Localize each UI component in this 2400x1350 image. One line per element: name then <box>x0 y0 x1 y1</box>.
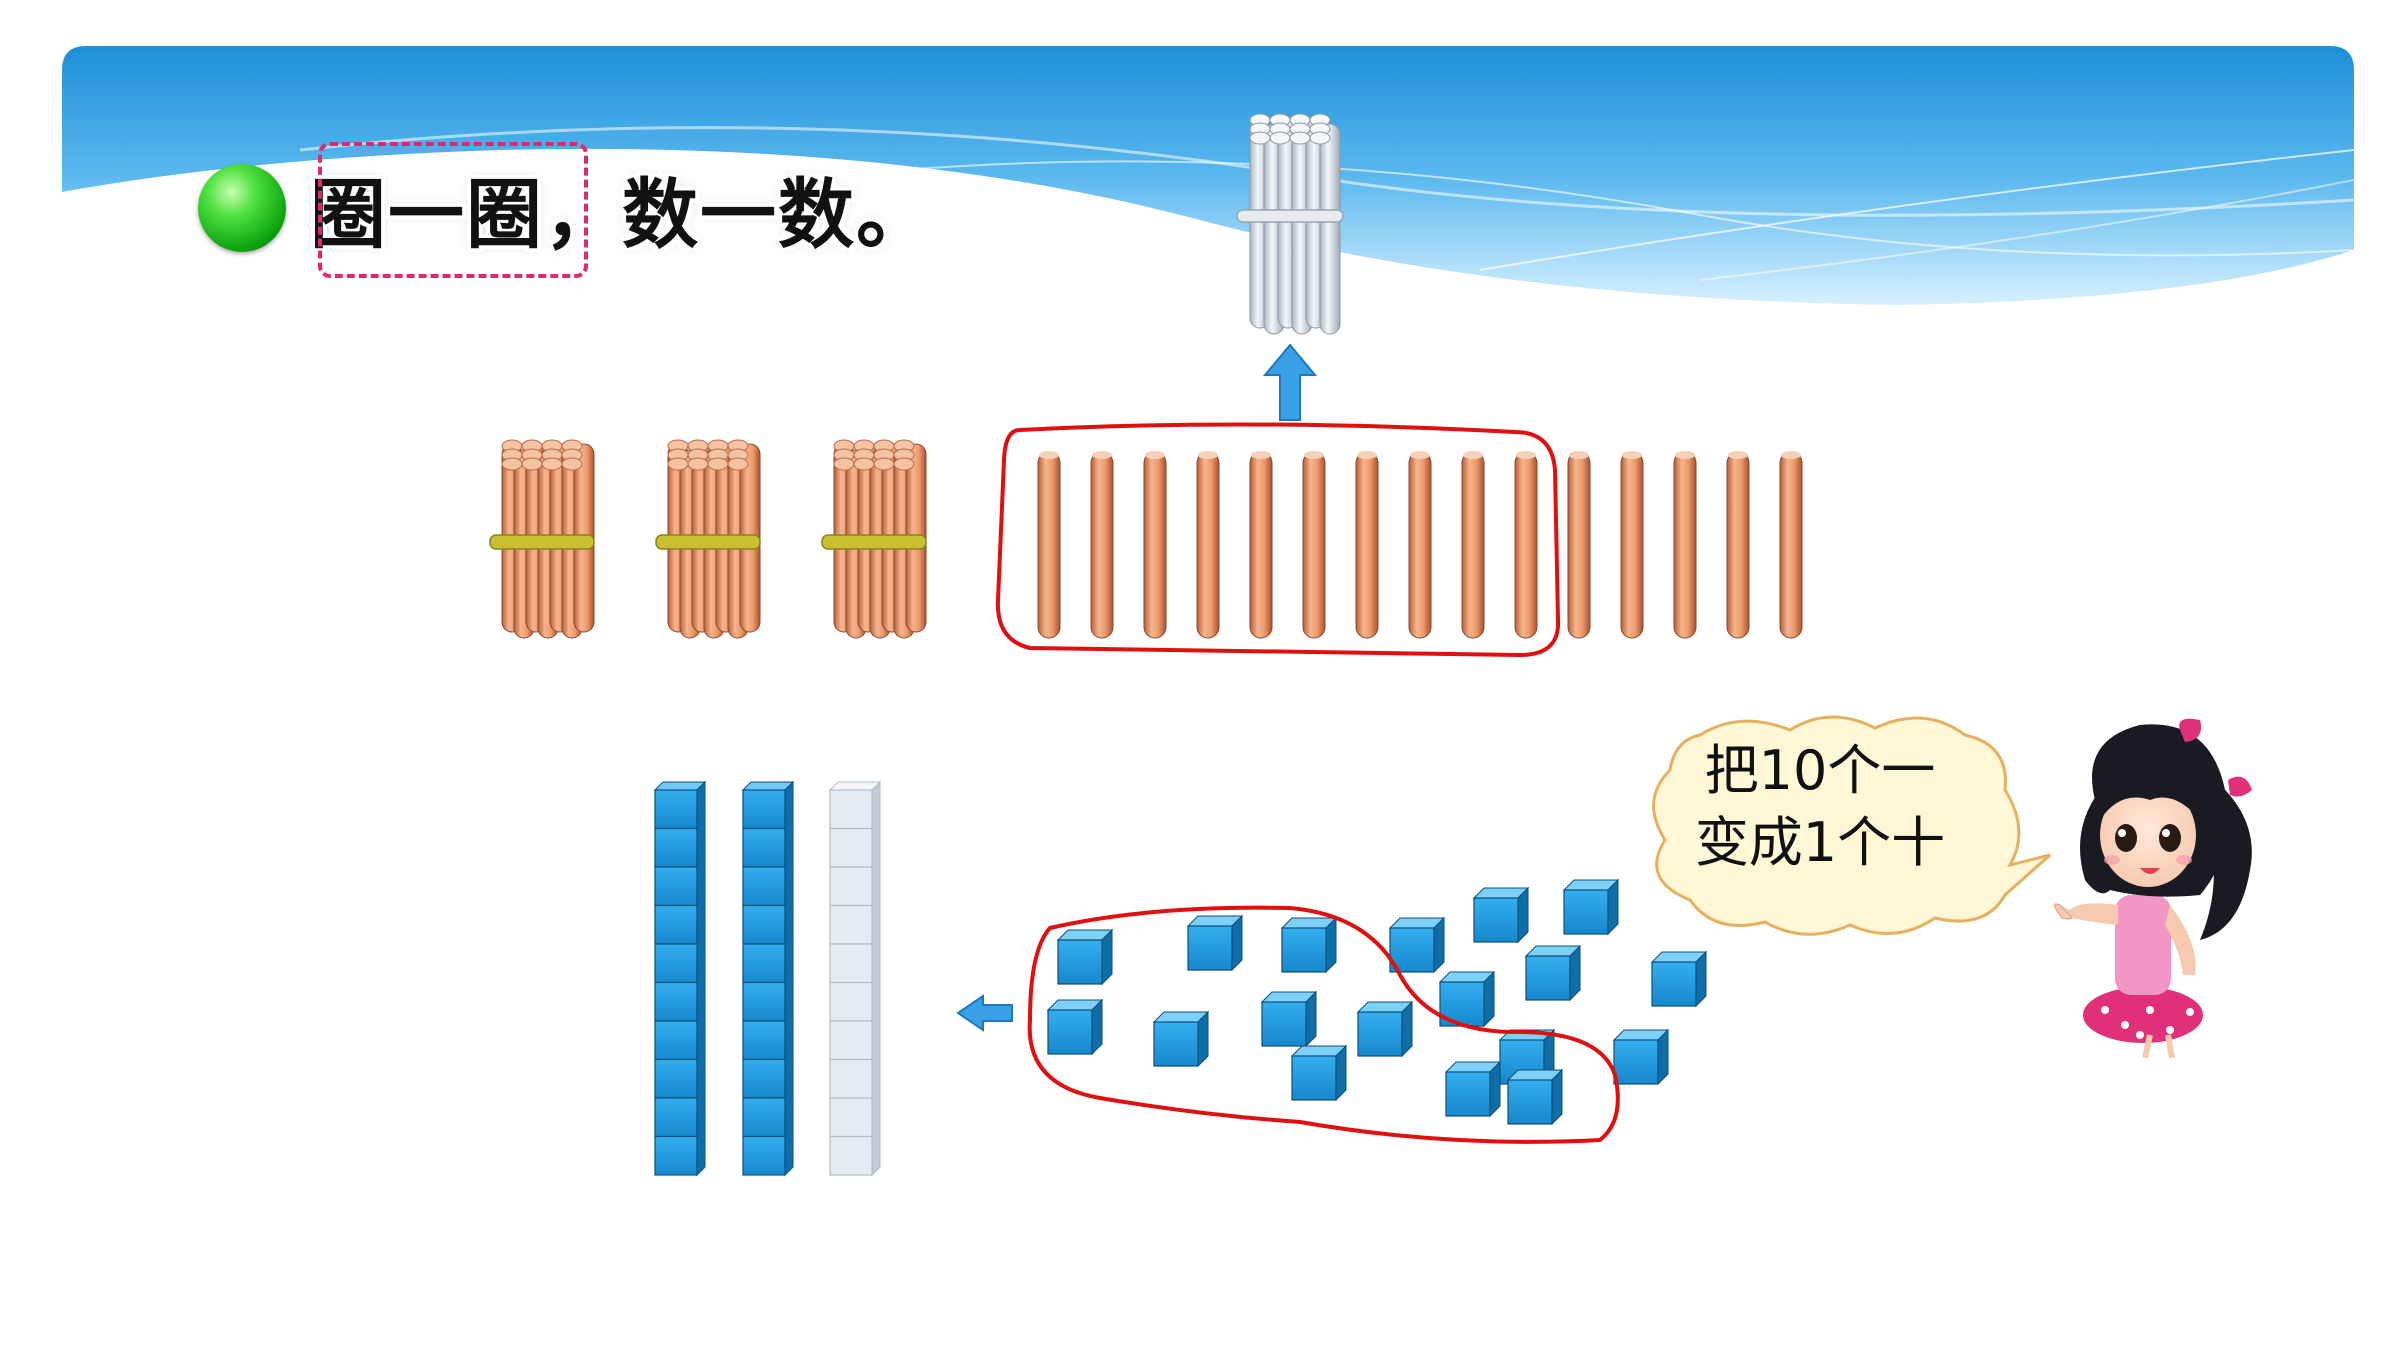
unit-cube <box>1186 914 1244 972</box>
loose-sticks <box>1037 451 1803 639</box>
loose-stick <box>1726 451 1750 639</box>
unit-cube <box>1444 1060 1502 1118</box>
loose-stick <box>1461 451 1485 639</box>
loose-stick <box>1249 451 1273 639</box>
ten-rod-outline <box>828 780 882 1177</box>
unit-cube <box>1524 944 1582 1002</box>
bundle-of-ten-white <box>1236 113 1344 335</box>
unit-cube <box>1356 1000 1414 1058</box>
loose-stick <box>1355 451 1379 639</box>
cubes-circle <box>1027 905 1620 1144</box>
loose-stick <box>1037 451 1061 639</box>
unit-cube <box>1612 1028 1670 1086</box>
unit-cube <box>1290 1044 1348 1102</box>
loose-stick <box>1620 451 1644 639</box>
loose-stick <box>1673 451 1697 639</box>
orange-bundles <box>489 439 927 639</box>
ten-rod-blue <box>741 780 795 1177</box>
unit-cube <box>1650 950 1708 1008</box>
green-bullet-icon <box>198 164 286 252</box>
unit-cube <box>1056 928 1114 986</box>
title-highlight-box <box>318 142 588 278</box>
loose-stick <box>1196 451 1220 639</box>
loose-stick <box>1090 451 1114 639</box>
unit-cube <box>1506 1068 1564 1126</box>
unit-cube <box>1280 916 1338 974</box>
ten-rod-blue <box>653 780 707 1177</box>
slide-title: 圈一圈，数一数。 <box>198 158 934 259</box>
bundle-of-ten <box>489 439 595 639</box>
bundle-of-ten <box>655 439 761 639</box>
unit-cube <box>1472 886 1530 944</box>
speech-bubble <box>1652 715 2051 936</box>
ten-rods <box>653 780 882 1177</box>
speech-line-1: 把10个一 <box>1704 739 1936 802</box>
sticks-circle <box>995 422 1561 658</box>
loose-stick <box>1408 451 1432 639</box>
speech-line-2: 变成1个十 <box>1694 811 1946 874</box>
unit-cube <box>1046 998 1104 1056</box>
loose-stick <box>1779 451 1803 639</box>
loose-stick <box>1143 451 1167 639</box>
loose-cubes <box>1046 878 1708 1126</box>
speech-text: 把10个一 变成1个十 <box>1660 735 1980 879</box>
up-arrow-icon <box>1262 343 1318 421</box>
left-arrow-icon <box>956 994 1013 1032</box>
loose-stick <box>1302 451 1326 639</box>
bundle-of-ten <box>821 439 927 639</box>
unit-cube <box>1152 1010 1210 1068</box>
unit-cube <box>1562 878 1620 936</box>
loose-stick <box>1514 451 1538 639</box>
unit-cube <box>1388 916 1446 974</box>
title-text: 圈一圈，数一数。 <box>310 170 934 259</box>
unit-cube <box>1260 990 1318 1048</box>
loose-stick <box>1567 451 1591 639</box>
girl-character <box>2054 718 2252 1059</box>
